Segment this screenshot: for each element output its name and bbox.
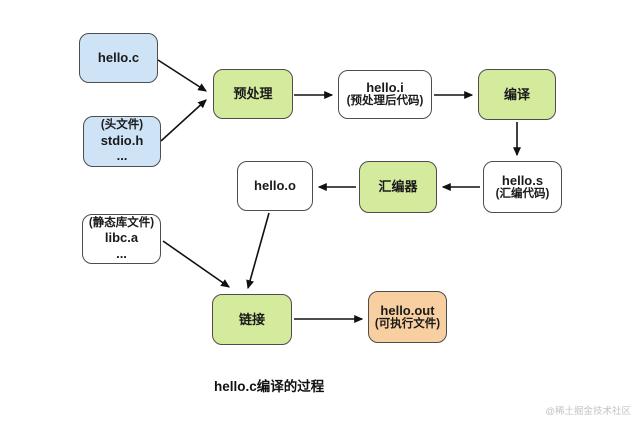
node-preprocess-label: 预处理 [233,86,273,102]
arrow-stdio-h-to-preprocess [160,99,207,142]
node-link: 链接 [212,294,292,345]
node-libc-a-ellipsis: ... [116,245,127,261]
node-hello-out-annotation: (可执行文件) [374,317,441,330]
node-preprocess: 预处理 [213,69,293,119]
node-hello-c-label: hello.c [97,50,140,66]
node-stdio-h: (头文件) stdio.h ... [83,116,161,167]
node-assembler: 汇编器 [359,161,437,213]
node-hello-o: hello.o [237,161,313,211]
node-hello-o-label: hello.o [254,178,296,194]
arrow-libc-a-to-link [162,240,230,288]
watermark: @稀土掘金技术社区 [545,406,631,417]
node-libc-a-annotation: (静态库文件) [88,216,155,229]
node-compile-label: 编译 [503,86,530,102]
node-hello-out-label: hello.out [380,302,435,318]
arrow-hello-c-to-preprocess [157,59,208,92]
node-hello-i: hello.i (预处理后代码) [338,70,432,119]
arrow-hello-o-to-link [246,212,270,290]
node-hello-i-label: hello.i [366,80,404,96]
node-libc-a: (静态库文件) libc.a ... [82,214,161,264]
node-hello-i-annotation: (预处理后代码) [346,95,424,108]
node-libc-a-label: libc.a [104,230,139,246]
node-link-label: 链接 [238,311,265,327]
node-hello-c: hello.c [79,33,158,83]
node-hello-out: hello.out (可执行文件) [368,291,447,343]
diagram-caption: hello.c编译的过程 [214,379,325,394]
node-stdio-h-annotation: (头文件) [100,119,144,132]
node-hello-s: hello.s (汇编代码) [483,161,562,213]
node-stdio-h-ellipsis: ... [116,148,128,164]
node-compile: 编译 [478,69,556,120]
node-assembler-label: 汇编器 [378,179,418,195]
node-hello-s-annotation: (汇编代码) [495,187,550,200]
node-hello-s-label: hello.s [501,172,544,188]
node-stdio-h-label: stdio.h [100,132,144,148]
